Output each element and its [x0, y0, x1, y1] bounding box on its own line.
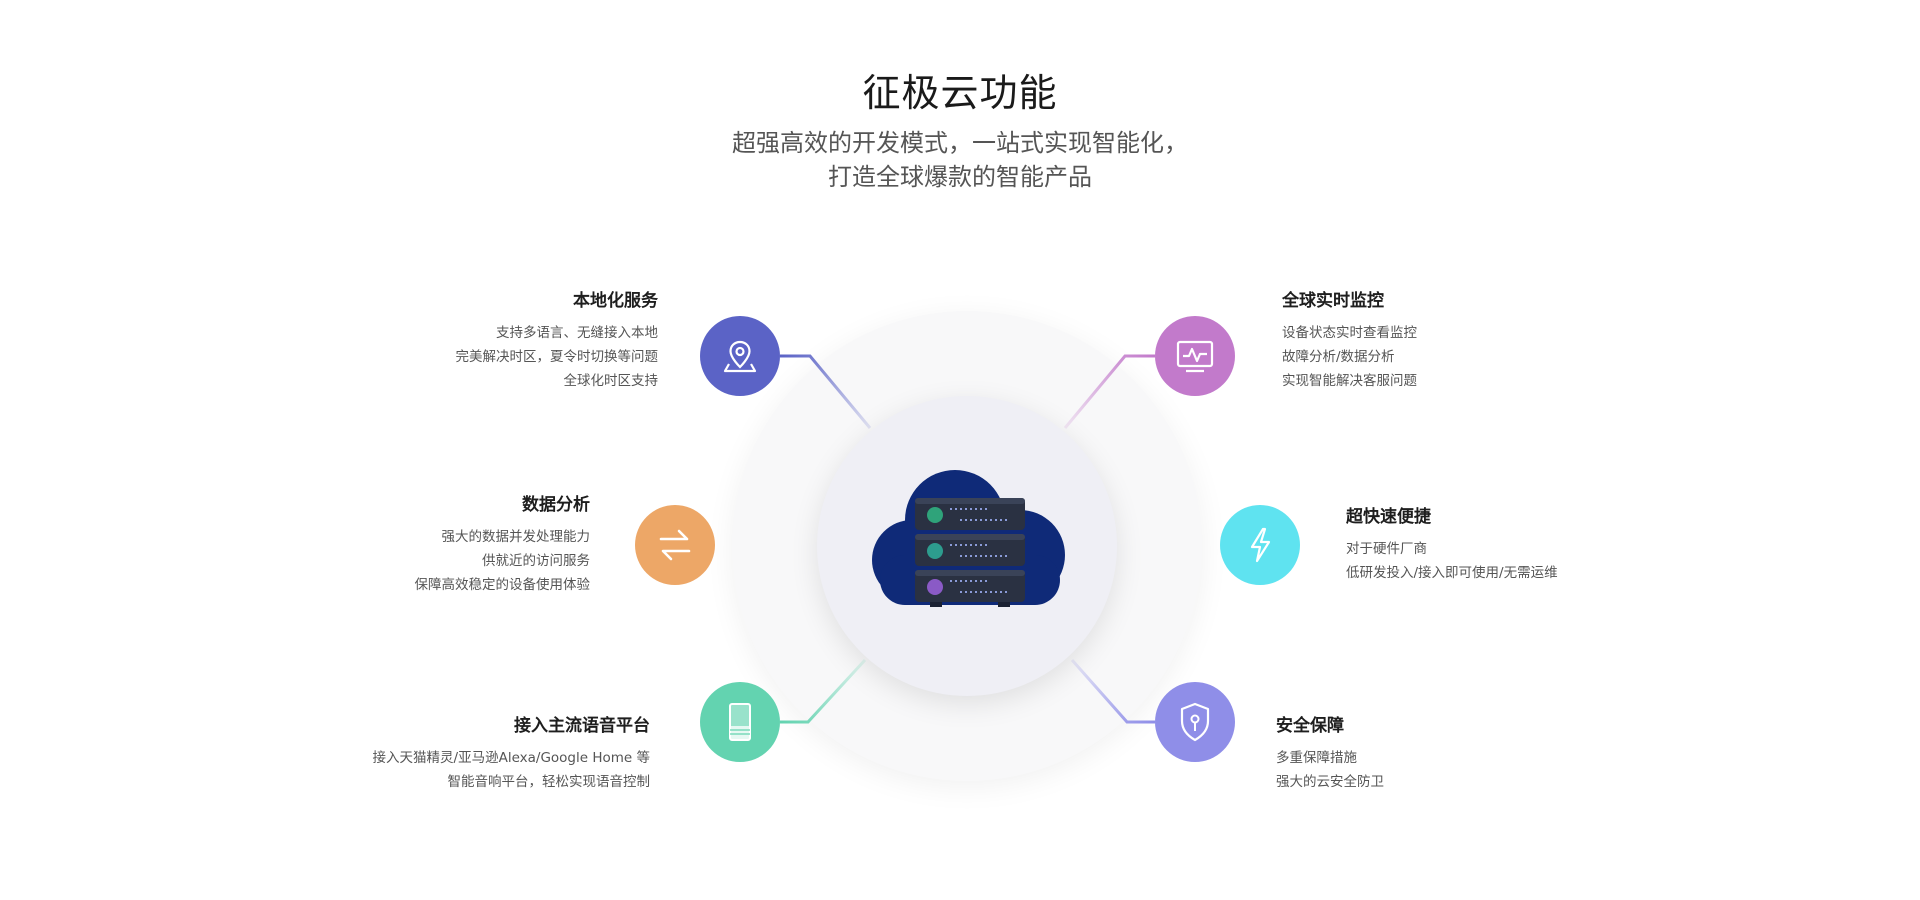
shield-key-icon: [1180, 702, 1210, 742]
server-unit-3: [915, 570, 1025, 607]
feature-title: 本地化服务: [573, 291, 658, 311]
subtitle-line-1: 超强高效的开发模式，一站式实现智能化，: [732, 129, 1188, 157]
feature-voice: 接入主流语音平台 接入天猫精灵/亚马逊Alexa/Google Home 等 智…: [373, 711, 650, 794]
feature-title: 超快速便捷: [1346, 507, 1431, 527]
feature-line: 强大的数据并发处理能力: [441, 529, 591, 545]
feature-title: 全球实时监控: [1282, 291, 1384, 311]
connector-localization: [780, 354, 872, 429]
map-pin-icon: [723, 340, 757, 373]
cloud-server-illustration: [872, 470, 1065, 607]
feature-line: 多重保障措施: [1276, 750, 1357, 766]
connector-voice: [780, 658, 867, 724]
server-unit-2: [915, 534, 1025, 566]
feature-line: 设备状态实时查看监控: [1282, 325, 1417, 341]
security-node[interactable]: [1155, 682, 1235, 762]
smart-speaker-icon: [729, 703, 751, 741]
feature-line: 强大的云安全防卫: [1276, 774, 1384, 790]
connector-monitoring: [1063, 354, 1155, 429]
voice-node[interactable]: [700, 682, 780, 762]
feature-line: 供就近的访问服务: [482, 553, 590, 569]
feature-monitoring: 全球实时监控 设备状态实时查看监控 故障分析/数据分析 实现智能解决客服问题: [1282, 286, 1417, 393]
server-unit-1: [915, 498, 1025, 530]
feature-line: 故障分析/数据分析: [1282, 349, 1395, 365]
connector-security: [1070, 659, 1155, 724]
feature-analytics: 数据分析 强大的数据并发处理能力 供就近的访问服务 保障高效稳定的设备使用体验: [415, 490, 591, 597]
feature-title: 接入主流语音平台: [514, 716, 650, 736]
lightning-icon: [1250, 527, 1271, 563]
feature-line: 接入天猫精灵/亚马逊Alexa/Google Home 等: [372, 750, 650, 766]
page-title: 征极云功能: [862, 71, 1058, 115]
monitor-chart-icon: [1176, 340, 1214, 373]
localization-node[interactable]: [700, 316, 780, 396]
feature-localization: 本地化服务 支持多语言、无缝接入本地 完美解决时区，夏令时切换等问题 全球化时区…: [456, 286, 659, 393]
feature-line: 保障高效稳定的设备使用体验: [414, 577, 591, 593]
feature-line: 支持多语言、无缝接入本地: [496, 325, 658, 341]
subtitle-line-2: 打造全球爆款的智能产品: [828, 163, 1092, 191]
monitoring-node[interactable]: [1155, 316, 1235, 396]
feature-security: 安全保障 多重保障措施 强大的云安全防卫: [1276, 711, 1384, 794]
feature-fast: 超快速便捷 对于硬件厂商 低研发投入/接入即可使用/无需运维: [1346, 502, 1558, 585]
feature-title: 安全保障: [1276, 716, 1344, 736]
fast-node[interactable]: [1220, 505, 1300, 585]
feature-line: 对于硬件厂商: [1346, 541, 1427, 557]
feature-line: 智能音响平台，轻松实现语音控制: [447, 774, 651, 790]
swap-arrows-icon: [659, 529, 691, 561]
feature-title: 数据分析: [522, 495, 590, 515]
page-subtitle: 超强高效的开发模式，一站式实现智能化， 打造全球爆款的智能产品: [0, 126, 1920, 194]
feature-line: 完美解决时区，夏令时切换等问题: [455, 349, 659, 365]
analytics-node[interactable]: [635, 505, 715, 585]
feature-line: 低研发投入/接入即可使用/无需运维: [1346, 565, 1558, 581]
feature-line: 全球化时区支持: [563, 373, 659, 389]
feature-line: 实现智能解决客服问题: [1282, 373, 1417, 389]
